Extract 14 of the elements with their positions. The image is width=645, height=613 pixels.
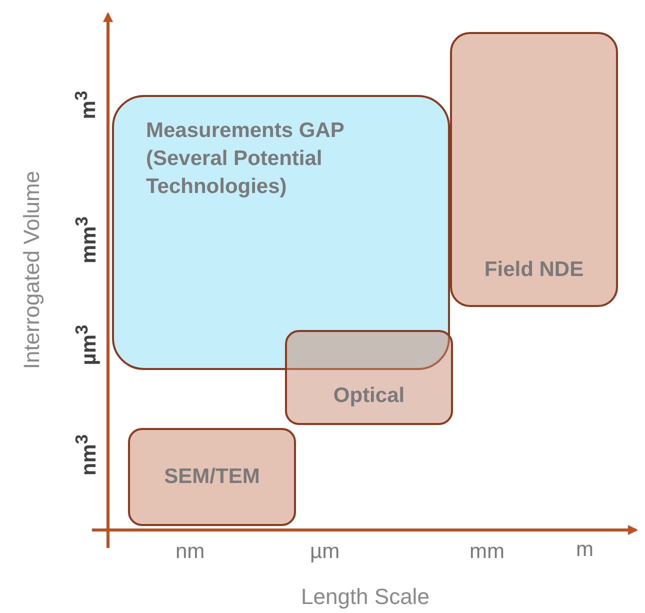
tick-label: µm bbox=[310, 540, 340, 564]
axis-title: Length Scale bbox=[301, 584, 430, 610]
region-box bbox=[112, 95, 450, 370]
region-box bbox=[285, 330, 453, 425]
region-label: Measurements GAP (Several Potential Technologies) bbox=[146, 118, 346, 200]
region-box bbox=[450, 32, 618, 307]
region-label: Field NDE bbox=[483, 257, 585, 283]
tick-label: nm bbox=[176, 540, 205, 564]
tick-label: m bbox=[576, 538, 594, 562]
region-label: Optical bbox=[332, 383, 406, 409]
region-label: SEM/TEM bbox=[163, 464, 261, 490]
tick-label: mm bbox=[470, 540, 504, 564]
axis-title: Interrogated Volume bbox=[19, 170, 46, 370]
region-box bbox=[128, 428, 296, 526]
